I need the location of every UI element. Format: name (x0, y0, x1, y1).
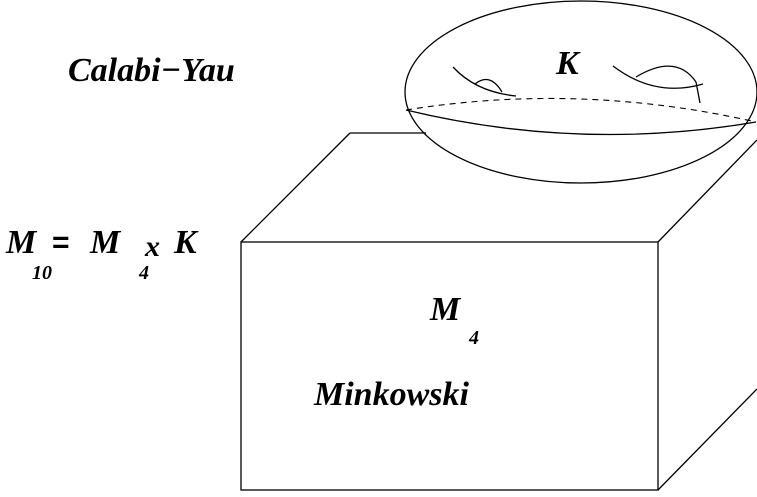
equation-equals: = (52, 226, 70, 259)
left-handle-inner (474, 78, 503, 93)
equation-m10-subscript: 10 (32, 262, 52, 284)
calabi-yau-label: Calabi−Yau (68, 52, 235, 89)
equation-m10: M (5, 224, 38, 261)
box-front-face (240, 241, 659, 491)
equation-m4-subscript: 4 (138, 262, 149, 284)
left-handle-outer (452, 66, 517, 97)
right-handle-outer (612, 65, 704, 89)
equation-times: x (144, 230, 160, 263)
m4-label-subscript: 4 (468, 327, 479, 349)
box-bottom-right-edge (657, 388, 757, 491)
m4-label: M (429, 291, 462, 328)
manifold-outline (404, 0, 757, 184)
minkowski-box (240, 132, 757, 491)
k-label: K (555, 45, 581, 82)
equation-k: K (173, 224, 199, 261)
manifold-equator-back (405, 97, 757, 123)
manifold-equator-front (405, 109, 757, 136)
right-handle-tail (695, 81, 701, 104)
calabi-yau-manifold (404, 0, 757, 184)
minkowski-label: Minkowski (313, 376, 469, 413)
box-top-right-edge (657, 139, 757, 243)
product-equation: M 10 = M 4 x K (5, 224, 199, 284)
right-handle-top (635, 65, 697, 83)
equation-m4: M (89, 224, 122, 261)
box-top-left-edge (240, 132, 351, 243)
